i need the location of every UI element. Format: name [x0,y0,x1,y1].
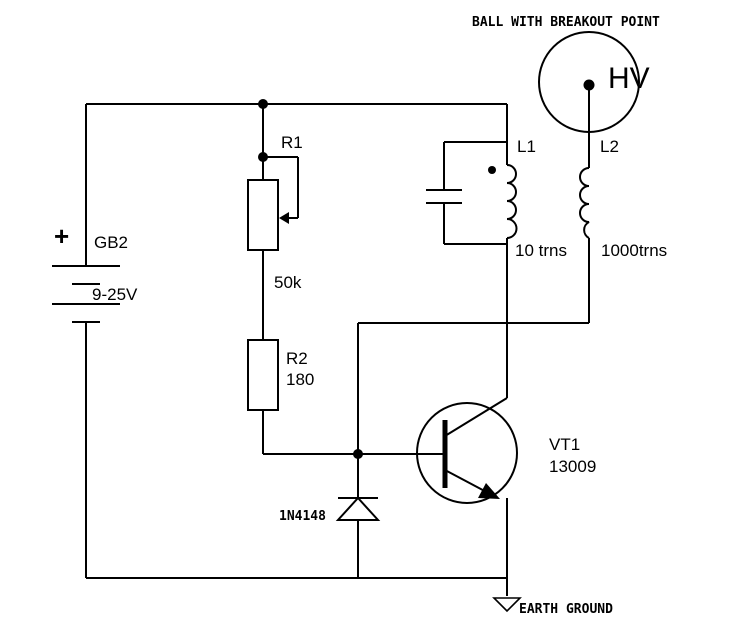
r2-value: 180 [286,370,314,389]
r1-name: R1 [281,133,303,152]
r1-value: 50k [274,273,302,292]
resistor-r1: R1 50k [247,133,303,292]
ground-label: EARTH GROUND [519,602,613,617]
battery-name: GB2 [94,233,128,252]
vt1-part: 13009 [549,457,596,476]
resistor-r2: R2 180 [247,339,314,411]
transistor-vt1: VT1 13009 [416,397,596,504]
diode-label: 1N4148 [279,509,326,524]
capacitor [426,189,462,204]
inductor-l2: L2 1000trns [579,137,667,260]
inductor-l1: L1 10 trns [506,137,567,260]
l2-name: L2 [600,137,619,156]
earth-ground-icon: EARTH GROUND [492,597,613,617]
battery-voltage: 9-25V [92,285,138,304]
title-label: BALL WITH BREAKOUT POINT [472,15,660,30]
hv-ball: HV [538,31,650,133]
r2-name: R2 [286,349,308,368]
battery-plus: + [54,221,69,251]
vt1-name: VT1 [549,435,580,454]
l1-name: L1 [517,137,536,156]
breakout-point [583,79,595,91]
wires [85,90,590,596]
l1-turns: 10 trns [515,241,567,260]
battery-gb2: + GB2 9-25V [52,221,138,323]
diode-1n4148: 1N4148 [279,496,381,524]
l2-turns: 1000trns [601,241,667,260]
hv-label: HV [608,62,650,95]
